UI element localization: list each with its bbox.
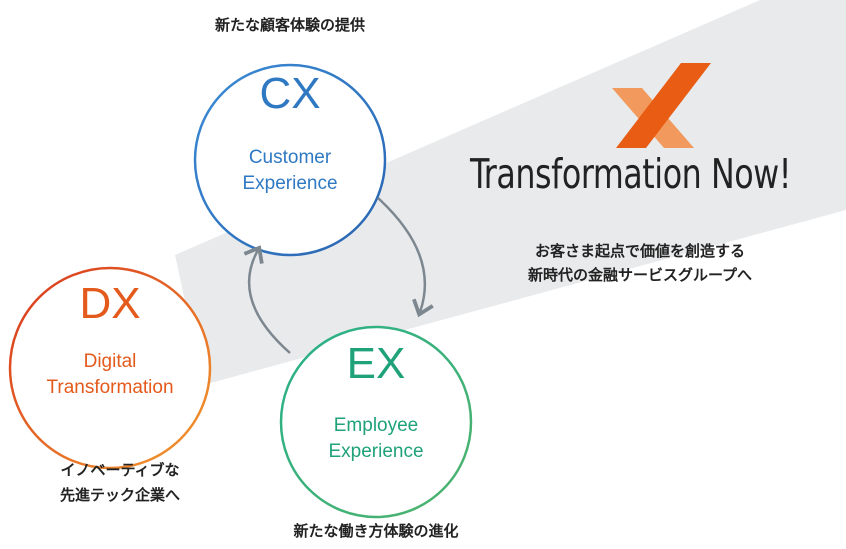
ex-circle bbox=[279, 325, 473, 519]
ex-abbr: EX bbox=[346, 339, 406, 388]
ex-to-cx-arrow bbox=[243, 245, 291, 354]
dx-full-line2: Transformation bbox=[46, 377, 174, 398]
cx-caption: 新たな顧客体験の提供 bbox=[214, 16, 365, 34]
brand-title: Transformation Now! bbox=[470, 150, 792, 198]
dx-caption-line1: イノベーティブな bbox=[60, 461, 180, 479]
brand-tagline-line2: 新時代の金融サービスグループへ bbox=[527, 266, 753, 284]
ex-full-line1: Employee bbox=[333, 415, 419, 436]
dx-caption-line2: 先進テック企業へ bbox=[59, 486, 180, 504]
cx-full-line2: Experience bbox=[242, 173, 338, 194]
dx-circle bbox=[8, 266, 212, 470]
cx-full-line1: Customer bbox=[248, 147, 332, 168]
ex-full-line2: Experience bbox=[328, 441, 424, 462]
cx-abbr: CX bbox=[259, 69, 321, 118]
cx-circle bbox=[193, 63, 387, 257]
dx-full-line1: Digital bbox=[83, 351, 137, 372]
dx-abbr: DX bbox=[79, 279, 141, 328]
ex-caption: 新たな働き方体験の進化 bbox=[293, 522, 459, 540]
cx-to-ex-arrow bbox=[377, 197, 434, 318]
orange-x-logo-icon bbox=[612, 63, 711, 148]
brand-tagline-line1: お客さま起点で価値を創造する bbox=[534, 242, 745, 260]
